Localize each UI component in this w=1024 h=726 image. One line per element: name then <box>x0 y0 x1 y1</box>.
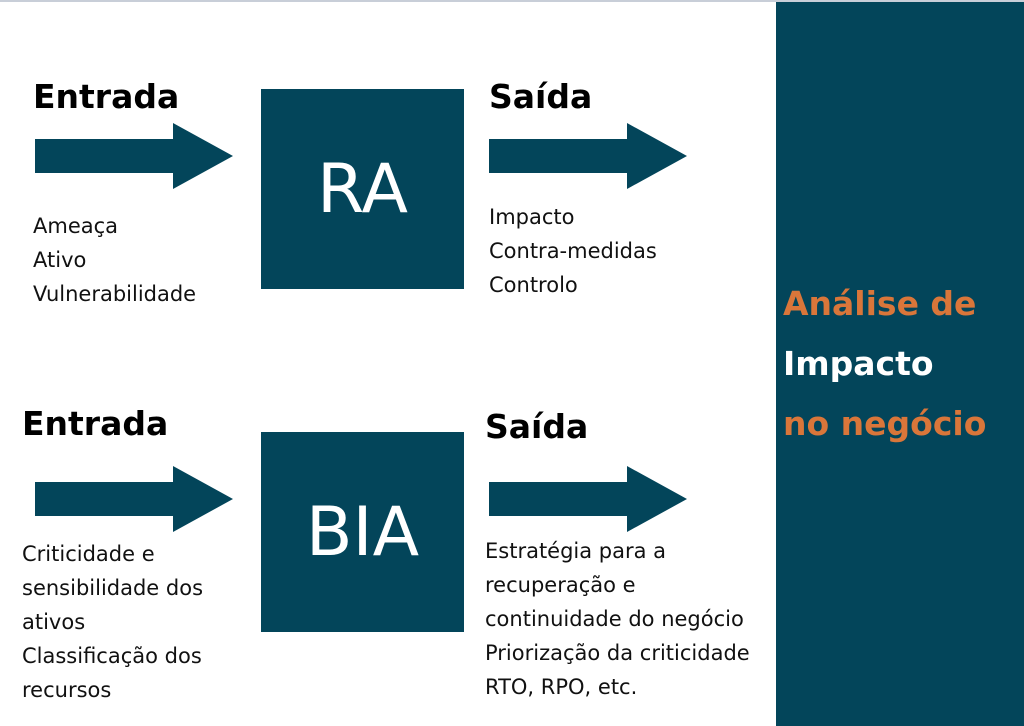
ra-input-list: Ameaça Ativo Vulnerabilidade <box>33 209 196 311</box>
ra-box: RA <box>261 89 464 289</box>
bia-output-list: Estratégia para a recuperação e continui… <box>485 534 750 704</box>
list-item: Criticidade e <box>22 542 155 566</box>
list-item: Ativo <box>33 248 87 272</box>
ra-output-list: Impacto Contra-medidas Controlo <box>489 200 657 302</box>
list-item: recursos <box>22 678 112 702</box>
title-panel: Análise de Impacto no negócio <box>776 2 1024 726</box>
ra-input-heading: Entrada <box>33 77 180 116</box>
list-item: recuperação e <box>485 573 636 597</box>
list-item: Classificação dos <box>22 644 202 668</box>
ra-output-heading: Saída <box>489 77 593 116</box>
list-item: Ameaça <box>33 214 119 238</box>
list-item: Controlo <box>489 273 578 297</box>
bia-input-heading: Entrada <box>22 404 169 443</box>
panel-title-line-3: no negócio <box>783 404 987 443</box>
bia-output-heading: Saída <box>485 407 589 446</box>
list-item: Priorização da criticidade <box>485 641 750 665</box>
ra-output-arrow-icon <box>489 123 687 189</box>
list-item: ativos <box>22 610 86 634</box>
list-item: sensibilidade dos <box>22 576 204 600</box>
list-item: Contra-medidas <box>489 239 657 263</box>
list-item: continuidade do negócio <box>485 607 744 631</box>
panel-title-line-1: Análise de <box>783 284 977 323</box>
panel-title-line-2: Impacto <box>783 344 934 383</box>
bia-box: BIA <box>261 432 464 632</box>
ra-input-arrow-icon <box>35 123 233 189</box>
bia-input-list: Criticidade e sensibilidade dos ativos C… <box>22 537 203 707</box>
list-item: Estratégia para a <box>485 539 667 563</box>
bia-input-arrow-icon <box>35 466 233 532</box>
list-item: Impacto <box>489 205 575 229</box>
bia-output-arrow-icon <box>489 466 687 532</box>
list-item: RTO, RPO, etc. <box>485 675 638 699</box>
list-item: Vulnerabilidade <box>33 282 197 306</box>
